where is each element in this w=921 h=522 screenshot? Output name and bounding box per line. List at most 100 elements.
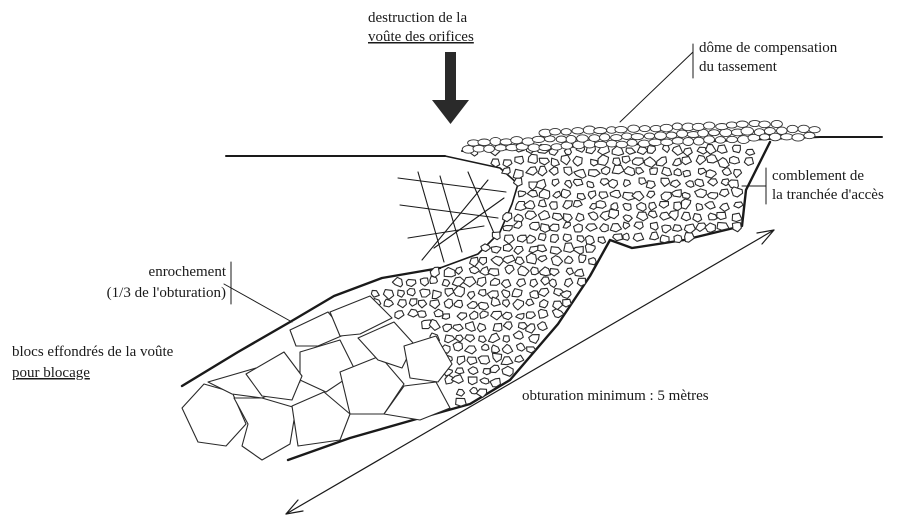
pebble: [528, 144, 540, 152]
rock: [517, 279, 526, 287]
pebble: [704, 122, 715, 129]
rock: [518, 191, 526, 197]
rock: [465, 335, 475, 342]
rock: [536, 179, 546, 189]
rock: [672, 190, 682, 197]
rock: [503, 322, 512, 330]
rock: [734, 170, 742, 178]
pebble: [660, 124, 672, 132]
rock: [623, 222, 630, 229]
rock: [553, 191, 561, 198]
rock: [501, 280, 510, 288]
label-blocs-line1: blocs effondrés de la voûte: [12, 344, 174, 360]
rock: [407, 289, 415, 296]
rock: [456, 398, 467, 406]
rock: [695, 179, 704, 187]
rock: [514, 178, 523, 186]
rock: [539, 267, 550, 276]
rock: [591, 159, 598, 166]
rock: [538, 166, 547, 176]
rock: [444, 268, 455, 277]
pebble: [495, 145, 507, 151]
rock: [693, 214, 702, 223]
rock: [526, 253, 536, 264]
rock: [453, 342, 462, 351]
rock: [613, 234, 623, 241]
rock: [503, 160, 512, 167]
rock: [539, 158, 549, 165]
rock: [697, 147, 707, 154]
rock: [566, 268, 573, 275]
pebble: [741, 127, 754, 135]
rock: [538, 200, 546, 207]
rock: [669, 210, 679, 220]
rock: [549, 167, 558, 176]
pebble: [787, 125, 798, 132]
rock: [512, 289, 522, 297]
label-obturation: obturation minimum : 5 mètres: [522, 388, 709, 404]
rock: [564, 243, 575, 253]
rock: [468, 377, 477, 385]
rock: [563, 222, 570, 228]
rock: [717, 212, 726, 219]
rock: [383, 290, 393, 300]
pebble: [589, 135, 600, 142]
rock: [490, 378, 500, 387]
rock: [430, 276, 438, 283]
rock: [661, 192, 672, 201]
rock: [696, 155, 706, 164]
rock: [577, 194, 585, 200]
rock: [573, 201, 582, 208]
pebble: [638, 140, 650, 147]
rock: [417, 311, 426, 318]
rock: [478, 356, 490, 364]
rock: [527, 191, 538, 198]
rock: [561, 189, 570, 198]
rock: [623, 233, 630, 240]
rock: [491, 256, 504, 266]
pebble: [473, 145, 485, 152]
rock: [540, 300, 549, 308]
pebble: [694, 137, 705, 145]
rock: [637, 147, 647, 155]
pebble: [572, 128, 584, 134]
rock: [406, 279, 416, 286]
rock: [515, 257, 524, 265]
pebble: [804, 132, 815, 138]
pebble: [736, 121, 748, 127]
rock: [624, 167, 635, 176]
rock: [482, 344, 489, 350]
pebble: [644, 133, 654, 139]
pebble: [727, 136, 738, 142]
rock: [574, 246, 584, 254]
rock: [563, 234, 571, 242]
rock: [549, 202, 557, 210]
rock: [453, 324, 463, 331]
pebble: [511, 137, 523, 144]
pebble: [600, 134, 610, 141]
rock: [686, 181, 694, 188]
rock: [706, 170, 717, 178]
pebble: [594, 141, 607, 147]
pebble: [606, 140, 617, 147]
rock: [644, 157, 656, 168]
rock: [457, 313, 467, 321]
rock: [490, 365, 499, 372]
rock: [541, 277, 550, 285]
pebble: [616, 141, 627, 148]
rock: [659, 202, 668, 209]
rock: [551, 158, 559, 166]
rock: [573, 179, 583, 186]
rock: [565, 180, 572, 188]
rock: [550, 247, 561, 255]
rock: [516, 313, 524, 319]
rock: [674, 235, 682, 243]
rock: [563, 201, 573, 209]
rock: [706, 144, 717, 154]
rock: [455, 368, 464, 374]
rock: [491, 311, 502, 320]
rock: [479, 258, 487, 266]
pebble: [490, 137, 501, 145]
rock: [662, 167, 672, 176]
rock: [608, 179, 618, 188]
